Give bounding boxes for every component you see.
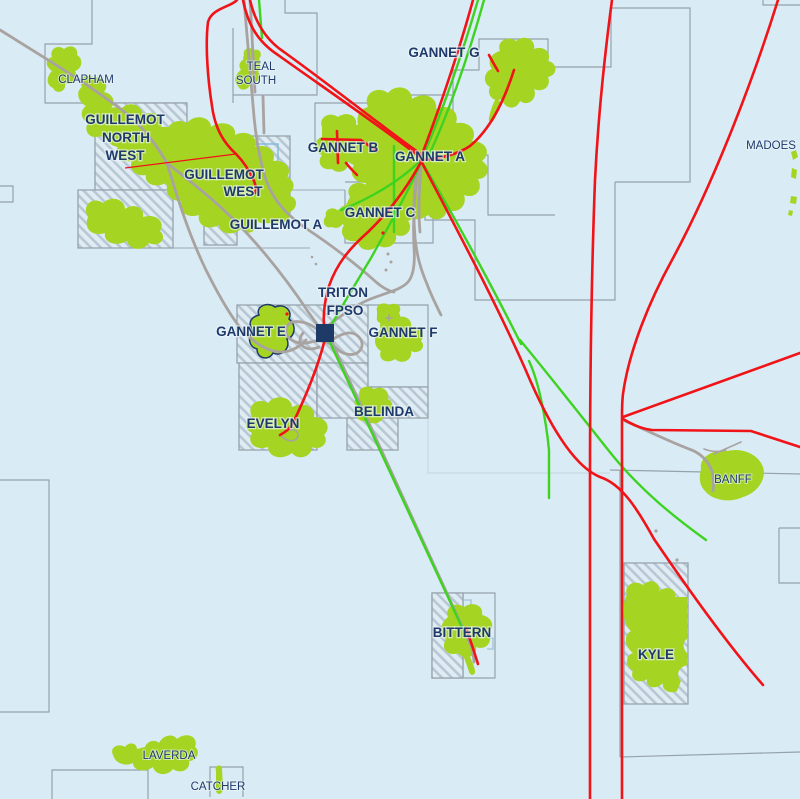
field-gannet-g bbox=[484, 37, 556, 108]
field-gannet-g-tail bbox=[488, 98, 502, 123]
field-bittern-tail bbox=[462, 650, 476, 675]
map-label-west: WEST bbox=[106, 148, 146, 163]
map-label-belinda: BELINDA bbox=[354, 404, 414, 419]
field-laverda bbox=[112, 735, 198, 775]
map-label-west: WEST bbox=[224, 184, 264, 199]
map-label-guillemot: GUILLEMOT bbox=[184, 167, 264, 182]
pipelines-green bbox=[257, 0, 708, 638]
map-label-teal: TEAL bbox=[247, 61, 276, 73]
map-label-gannet-e: GANNET E bbox=[216, 324, 286, 339]
map-label-gannet-c: GANNET C bbox=[345, 205, 416, 220]
pipelines-gray bbox=[0, 0, 742, 664]
field-guillemot-sw bbox=[85, 198, 164, 249]
field-kyle bbox=[623, 581, 687, 693]
map-label-kyle: KYLE bbox=[638, 647, 674, 662]
pipelines-red bbox=[124, 0, 800, 799]
field-madoes-specks bbox=[788, 150, 798, 216]
map-label-bittern: BITTERN bbox=[433, 625, 492, 640]
map-label-fpso: FPSO bbox=[327, 303, 364, 318]
map-label-catcher: CATCHER bbox=[191, 781, 246, 793]
field-gannet-c bbox=[337, 180, 415, 250]
map-label-gannet-b: GANNET B bbox=[308, 140, 379, 155]
map-label-gannet-a: GANNET A bbox=[395, 149, 465, 164]
triton-fpso-marker bbox=[316, 324, 334, 342]
map-label-gannet-g: GANNET G bbox=[408, 45, 479, 60]
map-label-guillemot-a: GUILLEMOT A bbox=[230, 217, 323, 232]
map-label-evelyn: EVELYN bbox=[247, 416, 300, 431]
map-label-gannet-f: GANNET F bbox=[369, 325, 438, 340]
field-evelyn bbox=[246, 397, 328, 458]
map-label-clapham: CLAPHAM bbox=[58, 74, 114, 86]
map-label-laverda: LAVERDA bbox=[143, 750, 196, 762]
map-label-south: SOUTH bbox=[236, 75, 276, 87]
field-banff bbox=[699, 449, 764, 501]
field-catcher bbox=[215, 765, 223, 794]
field-guillemot-a bbox=[254, 184, 296, 224]
map-label-north: NORTH bbox=[102, 130, 150, 145]
map-label-madoes: MADOES bbox=[746, 140, 796, 152]
map-label-guillemot: GUILLEMOT bbox=[85, 112, 165, 127]
map-label-triton: TRITON bbox=[318, 285, 368, 300]
map-labels: CLAPHAM TEAL SOUTH GANNET G GANNET B GANNET A… bbox=[57, 44, 797, 794]
field-gannet-f bbox=[375, 316, 424, 362]
map-label-banff: BANFF bbox=[714, 474, 752, 486]
